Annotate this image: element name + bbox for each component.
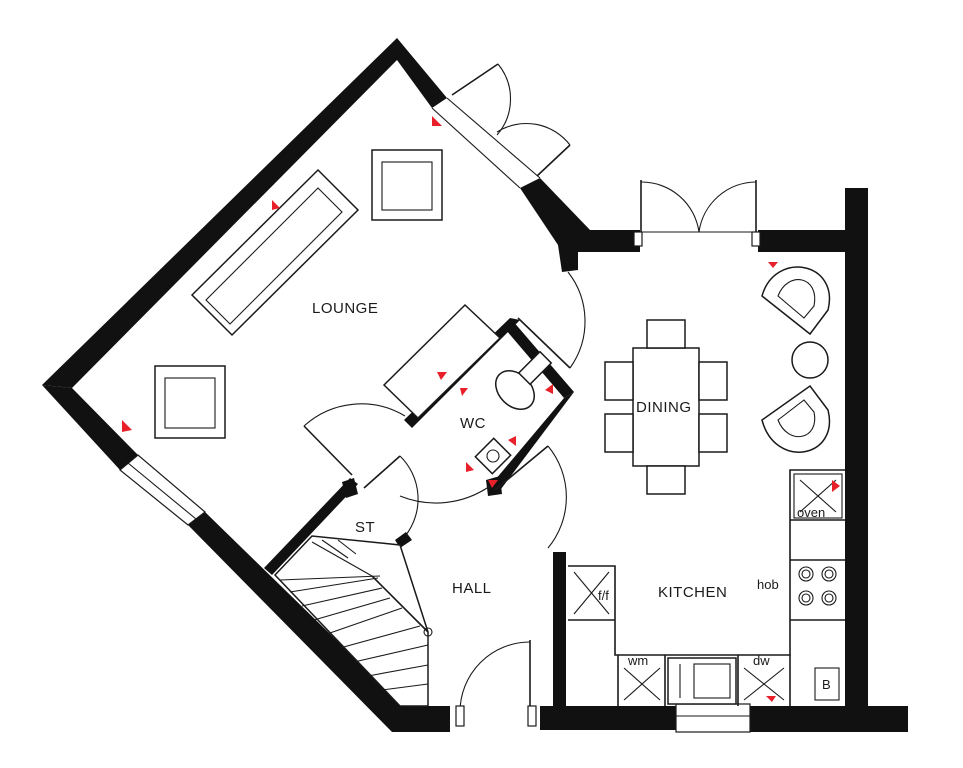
washing-machine-label: wm [627, 653, 648, 668]
oven [793, 473, 843, 519]
boiler [814, 667, 840, 701]
room-label-lounge: LOUNGE [312, 300, 378, 317]
dishwasher [743, 667, 785, 701]
kitchen-sink [667, 657, 737, 705]
washing-machine [623, 667, 661, 701]
lounge-armchair-top [371, 149, 443, 221]
lounge-dining-door [517, 271, 586, 369]
side-table [791, 341, 829, 379]
dining-french-doors [633, 180, 761, 247]
dishwasher-label: dw [753, 653, 770, 668]
room-label-wc: WC [460, 415, 486, 432]
hall-lounge-door [303, 403, 419, 536]
lounge-window [119, 454, 206, 526]
lounge-armchair-bottom [154, 365, 226, 439]
staircase [273, 535, 433, 707]
oven-label: oven [797, 505, 825, 520]
lounge-sofa [190, 168, 360, 337]
kitchen-hall-door [547, 445, 567, 549]
fridge-label: f/f [598, 588, 609, 603]
front-door [455, 640, 537, 727]
lounge-french-doors [431, 63, 571, 189]
room-label-dining: DINING [636, 399, 692, 416]
hob [798, 566, 837, 606]
hob-label: hob [757, 577, 779, 592]
lounge-sideboard [382, 303, 502, 420]
fridge-freezer [573, 571, 610, 615]
lounge-chair-top-right [761, 266, 831, 336]
wc-basin [474, 437, 512, 475]
room-label-st: ST [355, 519, 375, 536]
room-label-hall: HALL [452, 580, 492, 597]
kitchen-units [568, 469, 845, 706]
kitchen-window [675, 703, 751, 733]
lounge-chair-bottom-right [761, 384, 831, 453]
room-label-kitchen: KITCHEN [658, 584, 727, 601]
dining-table [604, 319, 728, 495]
exterior-walls [42, 38, 908, 732]
heating-markers [122, 116, 840, 702]
wc-door [399, 445, 549, 504]
boiler-label: B [822, 677, 831, 692]
wc-toilet [495, 350, 553, 410]
